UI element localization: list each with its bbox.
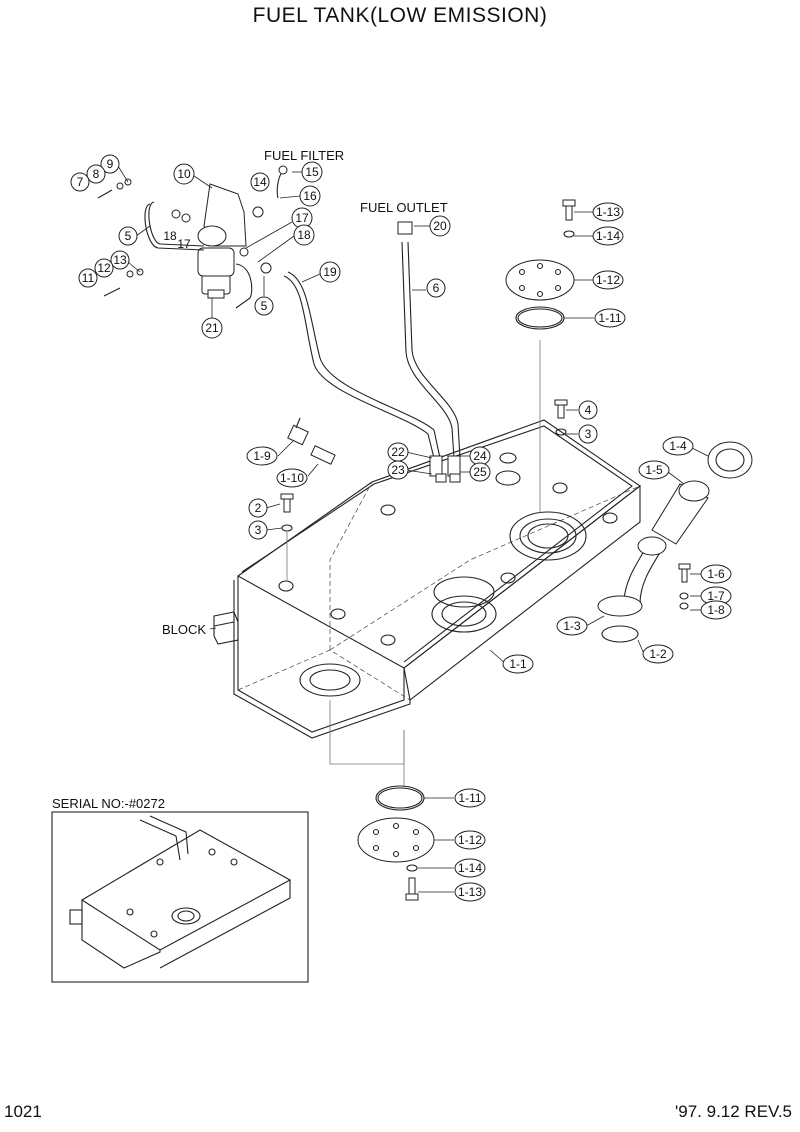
callout-19: 19 [323, 265, 337, 279]
callout-5: 5 [125, 229, 132, 243]
callout-1-6: 1-6 [707, 567, 725, 581]
callout-15: 15 [305, 165, 319, 179]
callout-16: 16 [303, 189, 317, 203]
callout-1-8: 1-8 [707, 603, 725, 617]
callout-23: 23 [391, 463, 405, 477]
inspection-cover-bottom [357, 730, 435, 901]
callout-1-7: 1-7 [707, 589, 725, 603]
callout-17: 17 [295, 211, 309, 225]
callout-3b: 3 [255, 523, 262, 537]
callout-14: 14 [253, 175, 267, 189]
serial-inset [51, 811, 309, 983]
callout-7: 7 [77, 175, 84, 189]
fuel-lines [283, 221, 461, 477]
callout-1-11-top: 1-11 [598, 311, 621, 325]
callout-13: 13 [113, 253, 127, 267]
callout-18b: 18 [163, 229, 177, 243]
callout-1-9: 1-9 [253, 449, 271, 463]
callout-6: 6 [433, 281, 440, 295]
callout-22: 22 [391, 445, 405, 459]
callout-24: 24 [473, 449, 487, 463]
callout-3a: 3 [585, 427, 592, 441]
callout-1-11-bottom: 1-11 [458, 791, 481, 805]
filler-pipe [597, 441, 753, 643]
callout-8: 8 [93, 167, 100, 181]
fittings-1-9-1-10 [287, 417, 336, 465]
callout-11: 11 [82, 271, 95, 285]
callout-1-12-bottom: 1-12 [458, 833, 482, 847]
callout-1-12-top: 1-12 [596, 273, 620, 287]
callout-1-14-top: 1-14 [596, 229, 620, 243]
page-number: 1021 [4, 1102, 42, 1121]
callout-10: 10 [177, 167, 191, 181]
callout-4: 4 [585, 403, 592, 417]
callout-1-1: 1-1 [509, 657, 527, 671]
callout-1-3: 1-3 [563, 619, 581, 633]
revision-date: '97. 9.12 REV.5 [675, 1102, 792, 1121]
callout-1-10: 1-10 [280, 471, 304, 485]
inspection-cover-top [505, 199, 576, 512]
callouts: 9 8 7 10 14 15 16 17 18 5 18 17 13 12 11… [70, 154, 732, 902]
callout-9: 9 [107, 157, 114, 171]
callout-1-4: 1-4 [669, 439, 687, 453]
label-fuel-filter: FUEL FILTER [264, 148, 344, 163]
callout-1-13-bottom: 1-13 [458, 885, 482, 899]
callout-21: 21 [205, 321, 219, 335]
bolts [280, 399, 568, 580]
label-fuel-outlet: FUEL OUTLET [360, 200, 448, 215]
callout-1-5: 1-5 [645, 463, 663, 477]
block [213, 611, 239, 645]
callout-1-14-bottom: 1-14 [458, 861, 482, 875]
callout-25: 25 [473, 465, 487, 479]
callout-17b: 17 [177, 237, 191, 251]
callout-5b: 5 [261, 299, 268, 313]
callout-2: 2 [255, 501, 262, 515]
fuel-tank [233, 419, 641, 765]
callout-18: 18 [297, 228, 311, 242]
callout-1-2: 1-2 [649, 647, 667, 661]
callout-12: 12 [97, 261, 111, 275]
callout-20: 20 [433, 219, 447, 233]
page-title: FUEL TANK(LOW EMISSION) [252, 4, 548, 27]
label-serial-no: SERIAL NO:-#0272 [52, 796, 165, 811]
label-block: BLOCK [162, 622, 206, 637]
callout-1-13-top: 1-13 [596, 205, 620, 219]
